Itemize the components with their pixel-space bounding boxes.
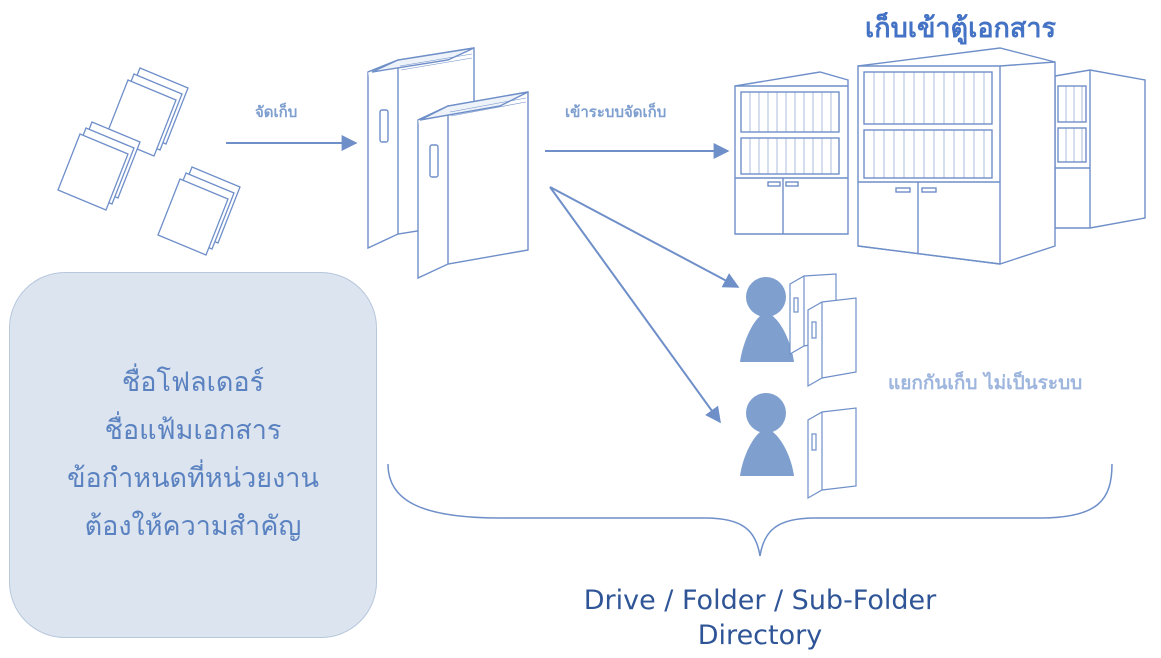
person-icon [740,277,794,362]
person-1-binders [789,273,857,388]
note-line-folder-name: ชื่อโฟลเดอร์ [121,367,265,398]
note-line-file-name: ชื่อแฟ้มเอกสาร [104,415,282,446]
binder-icon [367,47,529,280]
cabinet-left [734,71,849,235]
person-2-binder [807,407,857,500]
binder-front [417,91,529,280]
paper-stack-3 [157,166,241,256]
separate-storage-label: แยกกันเก็บ ไม่เป็นระบบ [888,372,1083,394]
requirements-note-box: ชื่อโฟลเดอร์ ชื่อแฟ้มเอกสาร ข้อกำหนดที่ห… [9,272,377,638]
filing-cabinet-icon [734,47,1146,265]
paper-stack-icon [57,67,241,256]
note-line-requirements: ข้อกำหนดที่หน่วยงาน [67,463,319,494]
person-2-icon [740,393,794,476]
paper-stack-2 [57,121,141,211]
brace-label-directory: Directory [697,620,823,651]
note-line-importance: ต้องให้ความสำคัญ [84,511,302,542]
cabinet-center [857,47,1056,265]
cabinet-file-slats [749,72,1083,178]
to-person-2-arrow [549,186,721,424]
cabinet-right [1054,69,1146,229]
bracket-brace [387,463,1113,557]
cabinet-title: เก็บเข้าตู้เอกสาร [865,13,1057,44]
to-person-1-arrow [549,186,740,288]
brace-label-path: Drive / Folder / Sub-Folder [583,585,937,616]
store-label: จัดเก็บ [255,103,298,121]
into-system-label: เข้าระบบจัดเก็บ [565,103,667,121]
